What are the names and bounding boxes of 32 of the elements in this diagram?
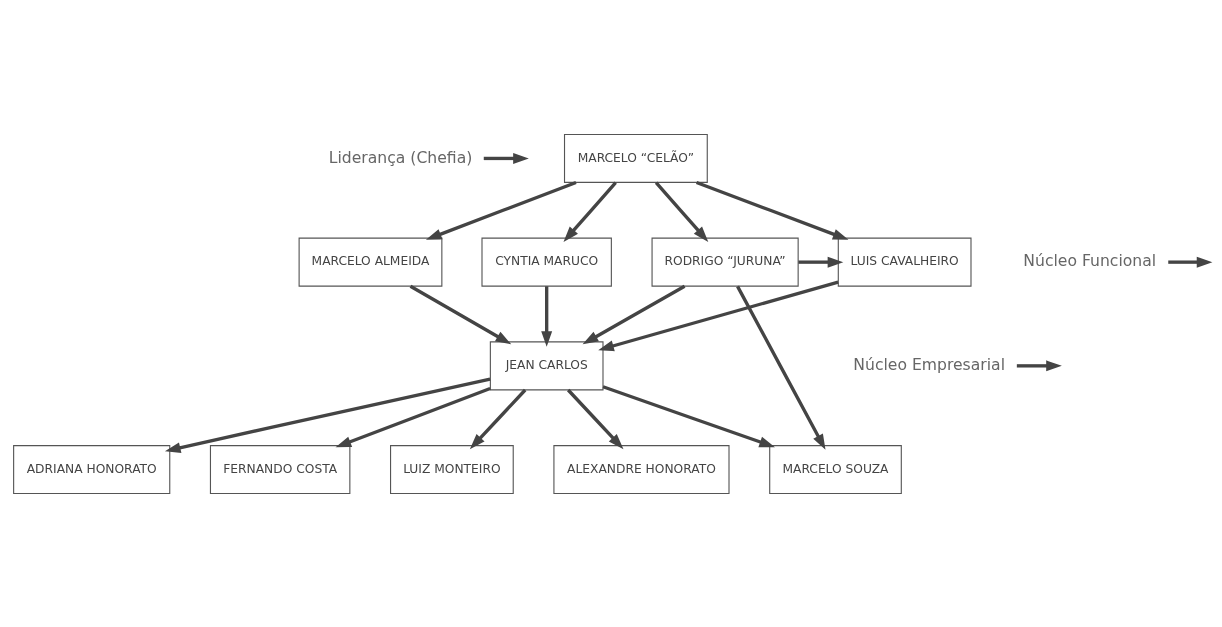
node-box: LUIZ MONTEIRO [390, 444, 514, 494]
arrow [483, 152, 529, 164]
node-box: MARCELO ALMEIDA [298, 237, 443, 287]
node-text: Liderança (Chefia) [328, 148, 473, 167]
arrow [425, 180, 577, 240]
node-box: RODRIGO “JURUNA” [651, 237, 799, 287]
node-box: ALEXANDRE HONORATO [553, 444, 730, 494]
arrow [541, 285, 553, 347]
node-text: Núcleo Funcional [1023, 251, 1157, 270]
arrow [1168, 256, 1213, 268]
node-box: MARCELO SOUZA [769, 444, 902, 494]
arrow [1016, 359, 1062, 371]
node-box: FERNANDO COSTA [209, 444, 351, 494]
arrow [582, 284, 686, 344]
arrow [695, 180, 849, 240]
arrow [654, 180, 709, 242]
arrow [335, 386, 491, 447]
node-box: ADRIANA HONORATO [13, 444, 171, 494]
node-box: LUIS CAVALHEIRO [837, 237, 972, 287]
node-text: Núcleo Empresarial [853, 355, 1005, 374]
node-box: CYNTIA MARUCO [481, 237, 612, 287]
arrow [798, 256, 844, 268]
arrow [736, 285, 826, 450]
arrow [469, 388, 527, 449]
arrow [563, 180, 617, 242]
node-box: MARCELO “CELÃO” [563, 133, 708, 183]
arrow [598, 280, 839, 351]
node-box: JEAN CARLOS [489, 340, 604, 390]
arrow [566, 388, 624, 449]
arrow [409, 284, 512, 344]
arrow [164, 377, 491, 453]
arrow [602, 384, 775, 447]
